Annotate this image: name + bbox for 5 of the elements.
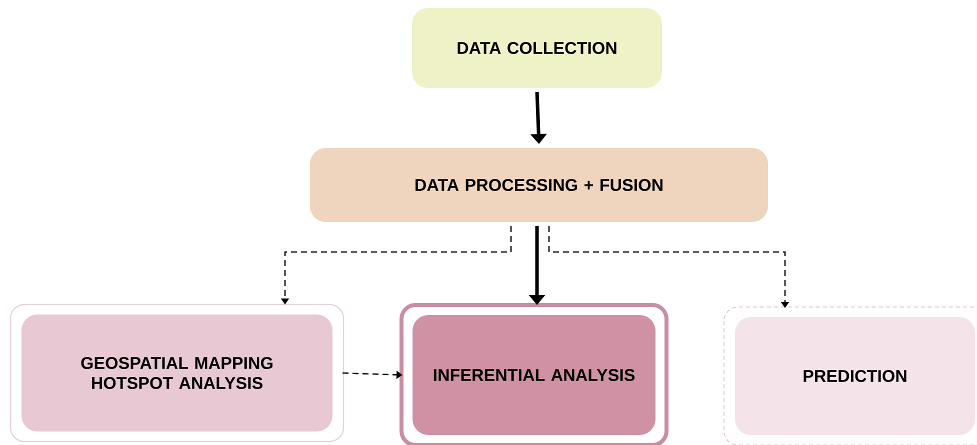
process-box: DATA COLLECTION bbox=[412, 8, 662, 88]
process-box: PREDICTION bbox=[724, 306, 977, 445]
process-box: INFERENTIAL ANALYSIS bbox=[400, 303, 668, 445]
process-box: DATA PROCESSING + FUSION bbox=[310, 148, 768, 222]
process-box: GEOSPATIAL MAPPING HOTSPOT ANALYSIS bbox=[10, 304, 344, 442]
